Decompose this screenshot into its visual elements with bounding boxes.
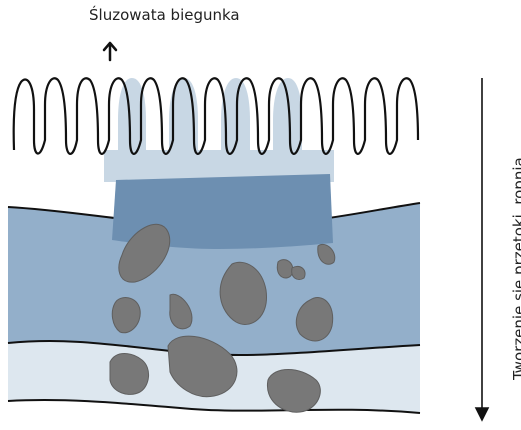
up-arrow-icon	[104, 43, 116, 60]
down-arrow-icon	[476, 78, 488, 420]
villi-outline	[14, 78, 418, 154]
stone	[292, 266, 305, 279]
fistula-abscess-label: Tworzenie się przetoki, ropnia	[510, 157, 521, 380]
mucous-diarrhea-label: Śluzowata biegunka	[89, 6, 240, 24]
affected-villi	[104, 78, 334, 182]
stone	[277, 260, 293, 278]
